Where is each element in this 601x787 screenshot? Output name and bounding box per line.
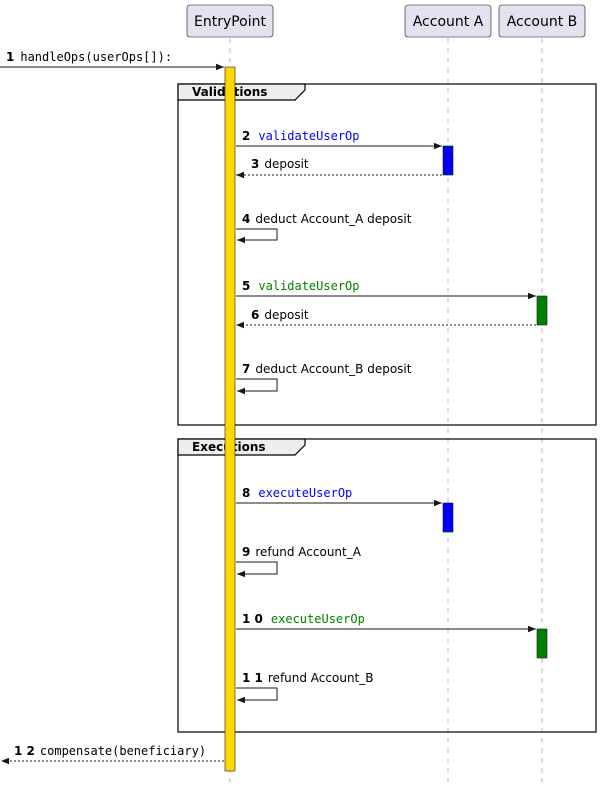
message-10-text: executeUserOp [271,612,365,626]
participant-account-b: Account B [498,4,586,38]
message-5: 5 validateUserOp [236,279,536,300]
message-11: 1 1 refund Account_B [236,671,374,704]
message-8: 8 executeUserOp [236,486,442,507]
message-12-number: 1 2 [14,744,35,758]
message-5-text: validateUserOp [258,279,359,293]
message-8-text: executeUserOp [258,486,352,500]
message-12: 1 2 compensate(beneficiary) [1,744,224,765]
message-1-number: 1 [6,50,14,64]
participant-entrypoint: EntryPoint [186,4,274,38]
participant-entrypoint-label: EntryPoint [194,14,267,30]
message-7-number: 7 [242,362,250,376]
activation-account-a-1 [442,145,454,176]
activation-account-b-2 [536,628,548,659]
message-11-number: 1 1 [242,671,263,685]
message-3: 3 deposit [236,157,442,179]
participant-account-b-label: Account B [507,14,578,30]
message-2-number: 2 [242,129,250,143]
message-7-text: deduct Account_B deposit [255,362,411,376]
message-8-number: 8 [242,486,250,500]
message-3-number: 3 [251,157,259,171]
activation-account-a-2 [442,502,454,533]
message-10: 1 0 executeUserOp [236,612,536,633]
activation-entrypoint [224,66,236,772]
message-11-text: refund Account_B [268,671,374,685]
message-7: 7 deduct Account_B deposit [236,362,412,395]
message-3-text: deposit [264,157,309,171]
message-6-text: deposit [264,308,309,322]
frame-validations: Validations [177,83,597,426]
activation-account-b-1 [536,295,548,326]
message-9-number: 9 [242,545,250,559]
message-9: 9 refund Account_A [236,545,362,578]
message-2-text: validateUserOp [258,129,359,143]
participant-account-a-label: Account A [413,14,484,30]
message-5-number: 5 [242,279,250,293]
message-12-text: compensate(beneficiary) [40,744,206,758]
participant-account-a: Account A [404,4,492,38]
message-2: 2 validateUserOp [236,129,442,150]
message-4: 4 deduct Account_A deposit [236,212,412,244]
message-4-number: 4 [242,212,250,226]
message-6: 6 deposit [236,308,536,329]
message-9-text: refund Account_A [255,545,361,559]
message-10-number: 1 0 [242,612,263,626]
message-4-text: deduct Account_A deposit [255,212,411,226]
message-1: 1 handleOps(userOps[]): [0,50,224,71]
message-6-number: 6 [251,308,259,322]
message-1-text: handleOps(userOps[]): [20,50,172,64]
